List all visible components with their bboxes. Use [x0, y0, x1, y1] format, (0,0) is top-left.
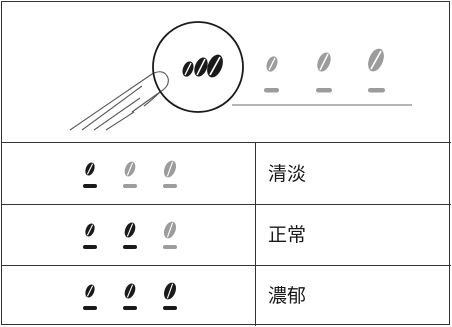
bean-level-active-icon: [83, 284, 97, 310]
bean-level-inactive-icon: [123, 161, 137, 188]
bean-level-active-icon: [83, 162, 97, 188]
strength-label: 正常: [268, 224, 307, 246]
column-divider: [255, 143, 256, 326]
indicator-coffee-bean-icon: [316, 52, 332, 93]
bean-level-active-icon: [83, 223, 97, 249]
strength-label: 濃郁: [268, 285, 307, 307]
row-divider: [1, 142, 451, 143]
bean-level-inactive-icon: [163, 160, 177, 188]
row-divider: [1, 265, 451, 266]
pressing-finger-icon: [69, 71, 169, 131]
indicator-coffee-bean-icon: [264, 56, 279, 93]
button-coffee-bean-icon: [182, 54, 223, 78]
strength-button-illustration: [69, 21, 412, 131]
row-divider: [1, 204, 451, 205]
strength-level-indicator: [83, 282, 177, 310]
strength-label: 清淡: [268, 163, 307, 185]
strength-level-indicator: [83, 160, 177, 188]
indicator-coffee-bean-icon: [368, 48, 385, 93]
bean-level-active-icon: [123, 222, 137, 249]
bean-level-active-icon: [123, 283, 137, 310]
bean-level-inactive-icon: [163, 221, 177, 249]
bean-level-active-icon: [163, 282, 177, 310]
strength-level-indicator: [83, 221, 177, 249]
strength-button: [152, 21, 244, 113]
